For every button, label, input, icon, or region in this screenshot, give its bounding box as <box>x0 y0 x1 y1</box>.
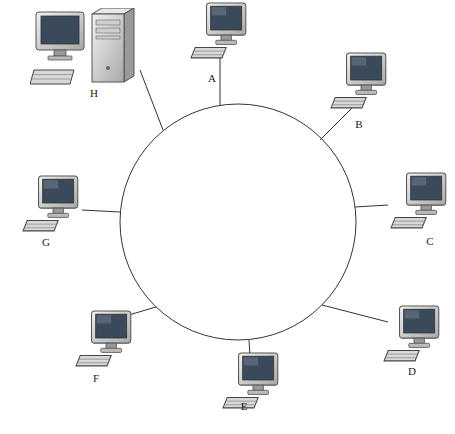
computer-letter: A <box>208 73 216 84</box>
computer-letter: H <box>90 88 98 99</box>
computer-letter: B <box>355 119 362 130</box>
computer-letter: D <box>408 366 416 377</box>
computer-letter: F <box>93 373 99 384</box>
computer-letter: C <box>426 236 433 247</box>
computer-letter: E <box>241 401 248 412</box>
computer-letter: G <box>42 237 50 248</box>
